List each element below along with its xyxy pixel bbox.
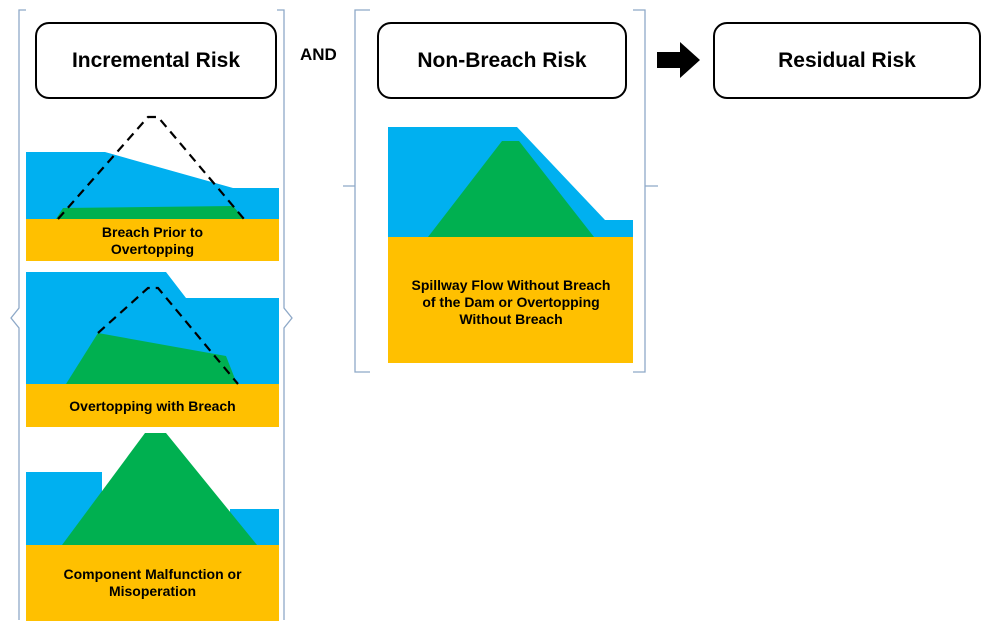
residual-risk-title: Residual Risk [713,22,981,99]
breach-prior-label: Breach Prior to Overtopping [101,224,204,257]
water-shape [26,152,279,219]
non-breach-risk-bracket [343,9,658,373]
spillway-flow-panel [388,127,633,363]
and-connector: AND [300,45,337,64]
spillway-flow-label: Spillway Flow Without Breach of the Dam … [411,276,611,327]
breach-prior-panel [26,115,279,261]
overtopping-breach-panel [26,272,279,427]
dam-shape [428,141,594,237]
original-dam-outline [57,115,245,220]
overtopping-breach-label: Overtopping with Breach [69,398,236,414]
breached-dam-shape [66,333,237,384]
incremental-risk-bracket [10,9,293,620]
foundation-block [388,237,633,363]
original-dam-outline [97,286,239,385]
right-arrow-icon [657,42,700,78]
foundation-block [26,545,279,621]
foundation-block [26,384,279,427]
component-malfunction-panel [26,433,279,621]
non-breach-risk-title: Non-Breach Risk [377,22,627,99]
component-malfunction-label: Component Malfunction or Misoperation [63,566,242,599]
incremental-risk-title: Incremental Risk [35,22,277,99]
foundation-block [26,219,279,261]
dam-shape [62,433,257,545]
breached-dam-shape [56,206,244,219]
